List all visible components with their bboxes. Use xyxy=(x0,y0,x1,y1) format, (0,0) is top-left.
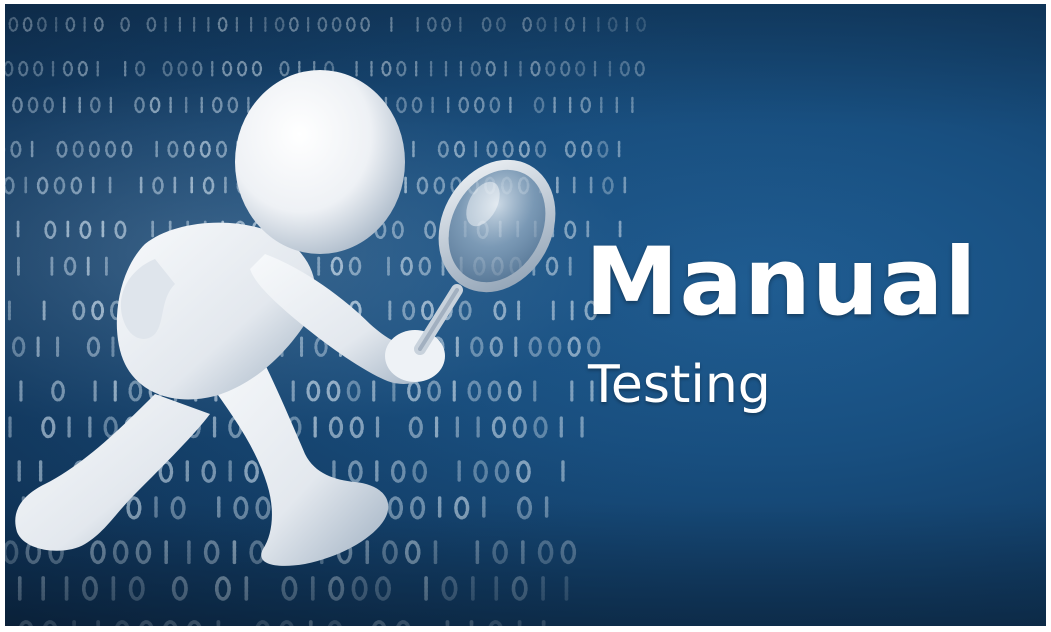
banner-subtitle: Testing xyxy=(588,355,771,415)
figure-with-magnifier-illustration xyxy=(15,70,556,566)
figure-head xyxy=(235,70,405,254)
figure-front-leg xyxy=(195,354,389,566)
banner-title: Manual xyxy=(585,228,978,337)
figure-back-arm xyxy=(120,259,175,339)
magnifying-glass-icon xyxy=(414,159,556,355)
figure-back-leg xyxy=(15,394,210,551)
manual-testing-banner: Manual Testing xyxy=(5,4,1046,626)
figure-hand xyxy=(385,330,445,382)
